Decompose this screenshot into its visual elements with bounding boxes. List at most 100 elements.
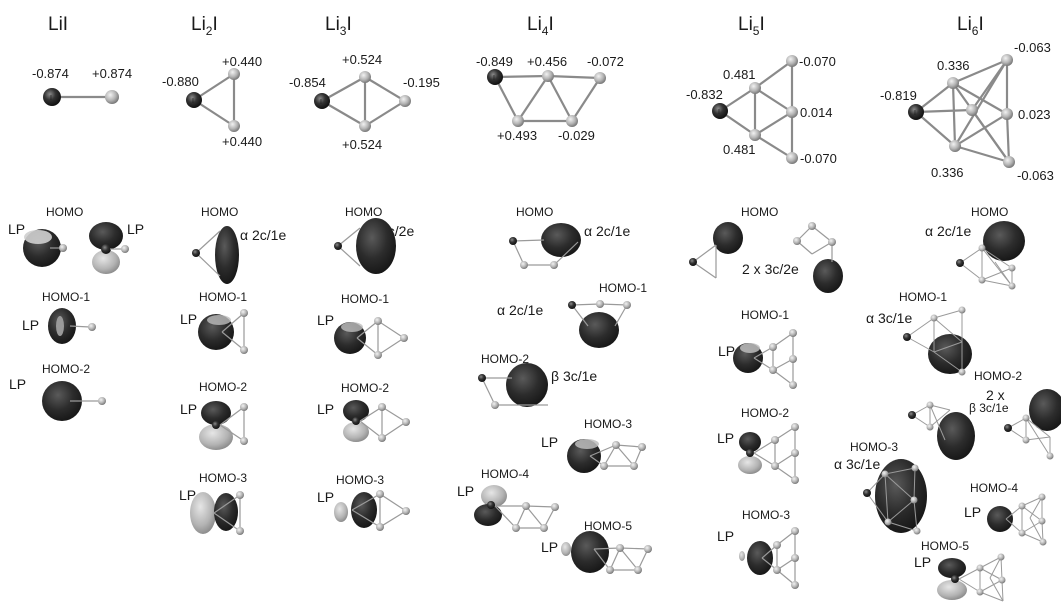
lithium-atom bbox=[1001, 54, 1013, 66]
iodine-atom bbox=[314, 93, 330, 109]
svg-text:LP: LP bbox=[9, 376, 26, 392]
svg-text:LP: LP bbox=[914, 554, 931, 570]
orbital-li3i-homo-2: HOMO-2 LP bbox=[317, 381, 410, 442]
charge-label: +0.524 bbox=[342, 52, 382, 67]
orbital-li4i-homo-3: HOMO-3 LP bbox=[541, 417, 646, 473]
svg-text:LP: LP bbox=[718, 343, 735, 359]
charge-label: -0.063 bbox=[1017, 168, 1054, 183]
orbital-lii-homo: HOMO LP LP bbox=[8, 205, 144, 274]
svg-text:HOMO: HOMO bbox=[345, 205, 382, 219]
lithium-atom bbox=[566, 115, 578, 127]
svg-text:LP: LP bbox=[964, 504, 981, 520]
geometry-li2i: -0.880 +0.440 +0.440 I bbox=[162, 54, 262, 149]
svg-text:α 3c/1e: α 3c/1e bbox=[834, 456, 880, 472]
charge-label: -0.070 bbox=[799, 54, 836, 69]
svg-text:HOMO: HOMO bbox=[516, 205, 553, 219]
orbital-li3i-homo-1: HOMO-1 LP bbox=[317, 292, 408, 359]
lithium-atom bbox=[749, 82, 761, 94]
charge-label: +0.493 bbox=[497, 128, 537, 143]
title-li4i: Li4I bbox=[527, 14, 554, 38]
orbital-li3i-homo: HOMO 3c/2e bbox=[334, 205, 414, 274]
orbital-li2i-homo-3: HOMO-3 LP bbox=[179, 471, 247, 535]
svg-text:HOMO-2: HOMO-2 bbox=[42, 362, 90, 376]
svg-text:LP: LP bbox=[180, 311, 197, 327]
charge-label: 0.336 bbox=[937, 58, 970, 73]
svg-text:HOMO-3: HOMO-3 bbox=[850, 440, 898, 454]
lithium-atom bbox=[966, 104, 978, 116]
svg-text:Li4I: Li4I bbox=[527, 14, 554, 38]
title-li6i: Li6I bbox=[957, 14, 984, 38]
svg-text:β 3c/1e: β 3c/1e bbox=[551, 368, 597, 384]
charge-label: 0.336 bbox=[931, 165, 964, 180]
svg-text:Li2I: Li2I bbox=[191, 14, 218, 38]
lithium-atom bbox=[512, 115, 524, 127]
svg-text:LP: LP bbox=[317, 401, 334, 417]
charge-label: -0.819 bbox=[880, 88, 917, 103]
charge-label: +0.440 bbox=[222, 54, 262, 69]
svg-text:β 3c/1e: β 3c/1e bbox=[969, 401, 1009, 415]
iodine-atom bbox=[908, 104, 924, 120]
charge-label: +0.440 bbox=[222, 134, 262, 149]
orbital-li3i-homo-3: HOMO-3 LP bbox=[317, 473, 410, 531]
geometry-lii: -0.874 +0.874 I bbox=[32, 66, 132, 106]
lithium-atom bbox=[1003, 156, 1015, 168]
svg-text:α 3c/1e: α 3c/1e bbox=[866, 310, 912, 326]
title-li5i: Li5I bbox=[738, 14, 765, 38]
lithium-atom bbox=[1001, 108, 1013, 120]
lithium-atom bbox=[228, 68, 240, 80]
svg-text:HOMO: HOMO bbox=[46, 205, 83, 219]
orbital-li5i-homo-2: HOMO-2 LP bbox=[717, 406, 799, 484]
iodine-atom bbox=[186, 92, 202, 108]
svg-text:LP: LP bbox=[317, 489, 334, 505]
charge-label: -0.854 bbox=[289, 75, 326, 90]
svg-text:HOMO-4: HOMO-4 bbox=[970, 481, 1018, 495]
charge-label: +0.524 bbox=[342, 137, 382, 152]
orbital-li6i-homo-1: HOMO-1 α 3c/1e bbox=[866, 290, 972, 376]
orbital-li4i-homo-4: HOMO-4 LP bbox=[457, 467, 559, 532]
lithium-atom bbox=[786, 106, 798, 118]
lithium-atom bbox=[105, 90, 119, 104]
orbital-li6i-homo-3: HOMO-3 α 3c/1e bbox=[834, 440, 927, 535]
svg-text:HOMO-2: HOMO-2 bbox=[974, 369, 1022, 383]
iodine-atom bbox=[487, 69, 503, 85]
title-lii: LiI bbox=[48, 14, 68, 35]
svg-text:Li5I: Li5I bbox=[738, 14, 765, 38]
charge-label: 0.481 bbox=[723, 142, 756, 157]
orbital-li6i-homo-4: HOMO-4 LP bbox=[964, 481, 1047, 546]
charge-label: -0.849 bbox=[476, 54, 513, 69]
charge-label: +0.456 bbox=[527, 54, 567, 69]
svg-text:HOMO-1: HOMO-1 bbox=[599, 281, 647, 295]
svg-text:Li6I: Li6I bbox=[957, 14, 984, 38]
svg-text:LP: LP bbox=[717, 430, 734, 446]
svg-text:HOMO-1: HOMO-1 bbox=[341, 292, 389, 306]
orbital-li5i-homo-3: HOMO-3 LP bbox=[717, 508, 799, 589]
lithium-atom bbox=[359, 71, 371, 83]
atom-symbol: I bbox=[493, 75, 495, 82]
lithium-atom bbox=[786, 55, 798, 67]
svg-text:HOMO-3: HOMO-3 bbox=[336, 473, 384, 487]
svg-text:HOMO-2: HOMO-2 bbox=[741, 406, 789, 420]
charge-label: -0.874 bbox=[32, 66, 69, 81]
orbital-li4i-homo: HOMO α 2c/1e bbox=[509, 205, 630, 269]
title-text: LiI bbox=[48, 14, 68, 35]
svg-text:HOMO-3: HOMO-3 bbox=[584, 417, 632, 431]
svg-text:LP: LP bbox=[179, 487, 196, 503]
lithium-atom bbox=[949, 140, 961, 152]
svg-text:HOMO-5: HOMO-5 bbox=[584, 519, 632, 533]
svg-text:α 2c/1e: α 2c/1e bbox=[925, 223, 971, 239]
charge-label: +0.874 bbox=[92, 66, 132, 81]
atom-symbol: I bbox=[718, 109, 720, 116]
svg-text:2 x 3c/2e: 2 x 3c/2e bbox=[742, 261, 799, 277]
svg-text:LP: LP bbox=[8, 221, 25, 237]
lithium-atom bbox=[359, 120, 371, 132]
orbital-lii-homo-1: HOMO-1 LP bbox=[22, 290, 96, 344]
atom-symbol: I bbox=[192, 98, 194, 105]
orbital-li6i-homo-2: HOMO-2 2 x β 3c/1e bbox=[908, 369, 1061, 460]
iodine-atom bbox=[43, 88, 61, 106]
atom-symbol: I bbox=[914, 110, 916, 117]
lithium-atom bbox=[228, 120, 240, 132]
geometry-li3i: -0.854 +0.524 -0.195 +0.524 I bbox=[289, 52, 440, 152]
title-li2i: Li2I bbox=[191, 14, 218, 38]
svg-text:LP: LP bbox=[457, 483, 474, 499]
